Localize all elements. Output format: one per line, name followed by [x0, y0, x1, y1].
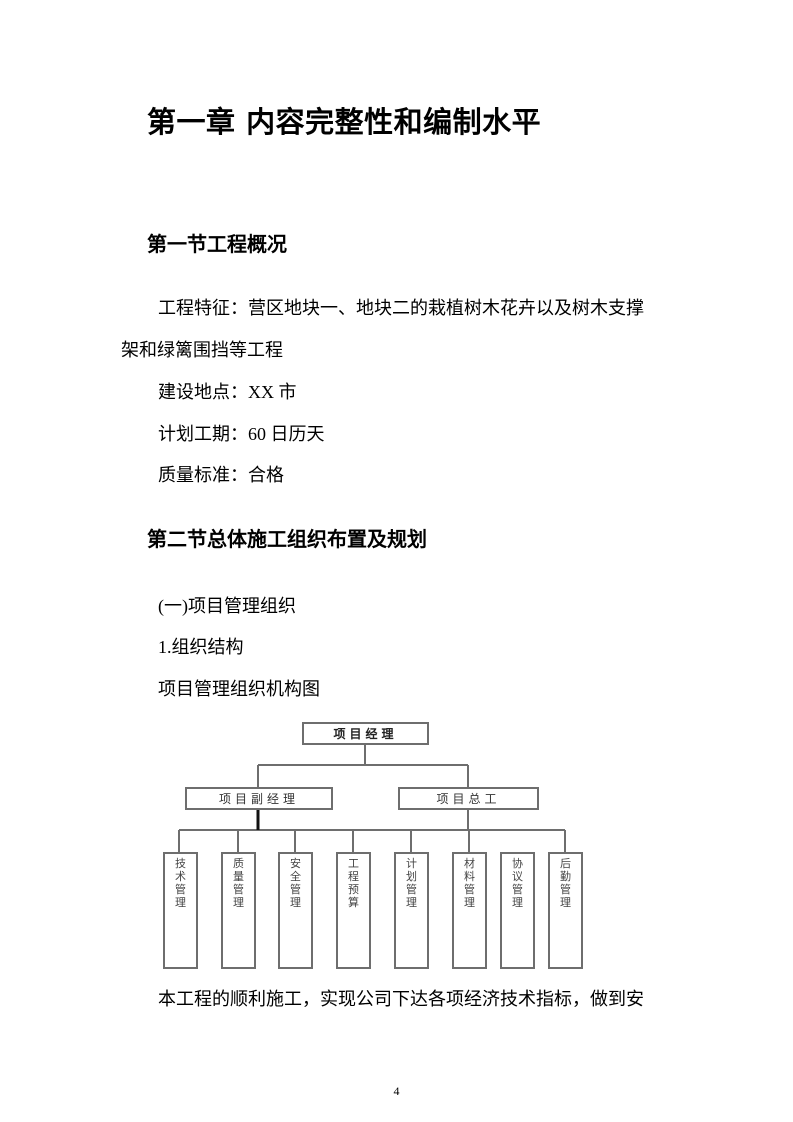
org-dept-planning: 计划管理 — [394, 852, 429, 969]
org-dept-safety: 安全管理 — [278, 852, 313, 969]
subheading-project-management: (一)项目管理组织 — [158, 596, 296, 616]
project-feature-line-1: 工程特征：营区地块一、地块二的栽植树木花卉以及树木支撑 — [158, 298, 644, 318]
org-node-label: 项目副经理 — [218, 792, 299, 806]
closing-paragraph: 本工程的顺利施工，实现公司下达各项经济技术指标，做到安 — [158, 989, 644, 1009]
chapter-title: 第一章 内容完整性和编制水平 — [147, 105, 542, 139]
org-node-chief-engineer: 项目总工 — [398, 787, 539, 810]
org-dept-agreements: 协议管理 — [500, 852, 535, 969]
page-number: 4 — [393, 1084, 400, 1098]
section-1-title: 第一节工程概况 — [147, 232, 287, 256]
org-chart-caption: 项目管理组织机构图 — [158, 679, 320, 699]
org-dept-budget: 工程预算 — [336, 852, 371, 969]
org-node-label: 项目总工 — [436, 792, 501, 806]
org-dept-materials: 材料管理 — [452, 852, 487, 969]
construction-location: 建设地点：XX 市 — [158, 382, 297, 402]
section-2-title: 第二节总体施工组织布置及规划 — [147, 527, 427, 551]
org-dept-logistics: 后勤管理 — [548, 852, 583, 969]
org-node-label: 项目经理 — [333, 727, 398, 741]
org-node-project-manager: 项目经理 — [302, 722, 429, 745]
quality-standard: 质量标准：合格 — [158, 465, 284, 485]
org-node-deputy-manager: 项目副经理 — [185, 787, 333, 810]
planned-duration: 计划工期：60 日历天 — [158, 424, 325, 444]
org-dept-technical: 技术管理 — [163, 852, 198, 969]
project-feature-line-2: 架和绿篱围挡等工程 — [121, 340, 283, 360]
subheading-org-structure: 1.组织结构 — [158, 637, 244, 657]
org-dept-quality: 质量管理 — [221, 852, 256, 969]
